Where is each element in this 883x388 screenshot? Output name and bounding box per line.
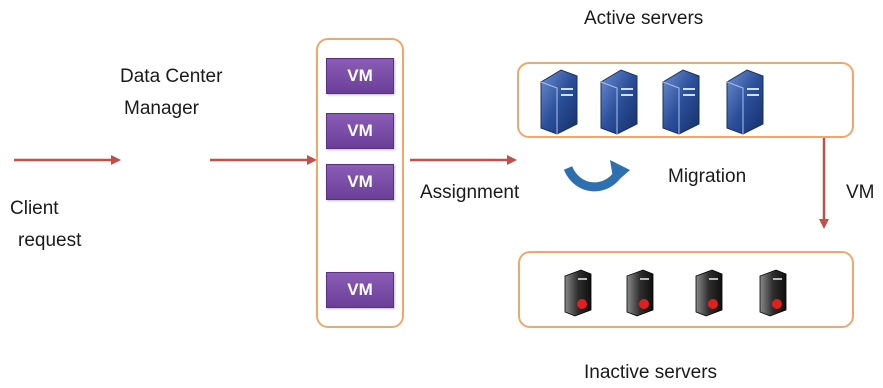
active-server-icon [726, 69, 764, 135]
vm-block: VM [326, 58, 394, 94]
inactive-servers-label: Inactive servers [584, 362, 718, 383]
vm-block: VM [326, 113, 394, 149]
active-server-icon [540, 69, 578, 135]
vm-block: VM [326, 164, 394, 200]
client-request-label-line1: Client [10, 198, 59, 219]
active-servers-label: Active servers [584, 8, 704, 29]
inactive-server-icon [626, 269, 654, 317]
vm-migration-label: VM [846, 182, 875, 203]
inactive-server-icon [695, 269, 723, 317]
migration-label: Migration [668, 166, 747, 187]
vm-block: VM [326, 272, 394, 308]
inactive-server-icon [564, 269, 592, 317]
inactive-server-icon [759, 269, 787, 317]
migration-icon [563, 160, 630, 192]
active-server-icon [662, 69, 700, 135]
active-server-icon [600, 69, 638, 135]
data-center-manager-label-line1: Data Center [120, 66, 223, 87]
data-center-manager-label-line2: Manager [124, 98, 199, 119]
client-request-label-line2: request [18, 230, 82, 251]
assignment-label: Assignment [420, 182, 520, 203]
